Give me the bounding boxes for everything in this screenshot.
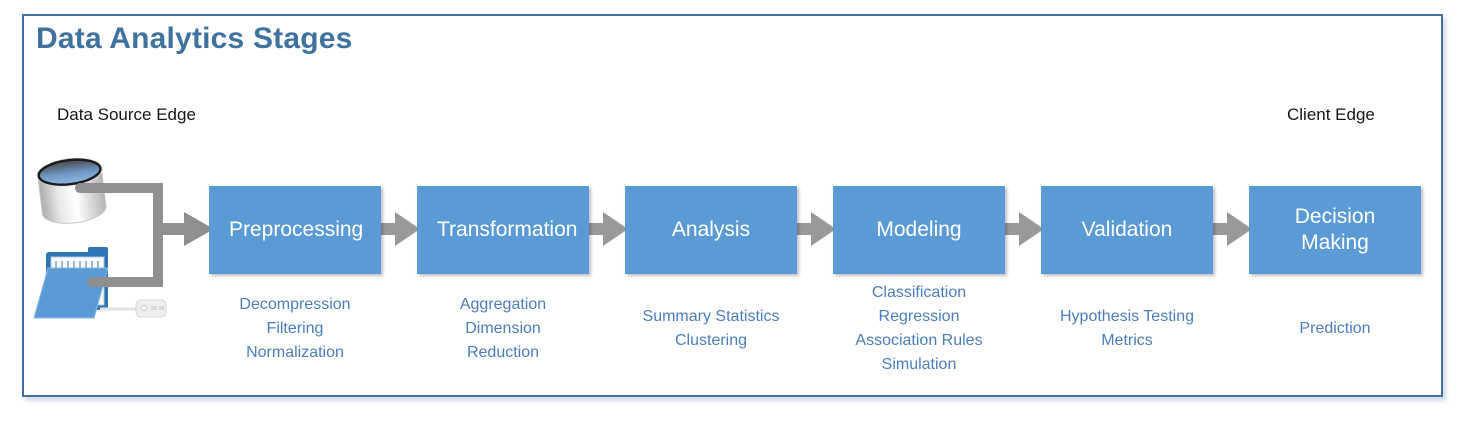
stage-label: Transformation	[437, 217, 578, 241]
stage-item: Regression	[878, 308, 960, 325]
stage-box-transformation: Transformation	[417, 186, 589, 274]
stage-label: Preprocessing	[229, 217, 364, 241]
stage-item: Clustering	[674, 332, 748, 349]
stage-item: Filtering	[266, 320, 324, 337]
stage-box-validation: Validation	[1041, 186, 1213, 274]
stage-item: Classification	[871, 284, 967, 301]
client-edge-label: Client Edge	[1287, 105, 1375, 124]
stage-label: Validation	[1081, 217, 1173, 241]
stage-item: Summary Statistics	[642, 308, 780, 325]
stage-label: Modeling	[876, 217, 962, 241]
stage-box-analysis: Analysis	[625, 186, 797, 274]
stage-label: Analysis	[671, 217, 751, 241]
stage-item: Metrics	[1101, 332, 1153, 349]
stage-box-modeling: Modeling	[833, 186, 1005, 274]
stage-item: Decompression	[239, 296, 351, 313]
stage-label: Decision Making	[1294, 204, 1376, 254]
stage-box-preprocessing: Preprocessing	[209, 186, 381, 274]
stage-item: Prediction	[1299, 320, 1371, 337]
stage-item: Reduction	[466, 344, 540, 361]
stage-item: Normalization	[246, 344, 344, 361]
stage-item: Hypothesis Testing	[1060, 308, 1194, 325]
stage-item: Dimension	[465, 320, 541, 337]
stage-item: Aggregation	[459, 296, 547, 313]
stage-item: Simulation	[881, 356, 957, 373]
data-source-edge-label: Data Source Edge	[57, 105, 196, 124]
stage-items-decision-making: Prediction	[1225, 317, 1445, 341]
page-title: Data Analytics Stages	[36, 22, 353, 55]
stage-item: Association Rules	[855, 332, 983, 349]
stage-box-decision-making: Decision Making	[1249, 186, 1421, 274]
